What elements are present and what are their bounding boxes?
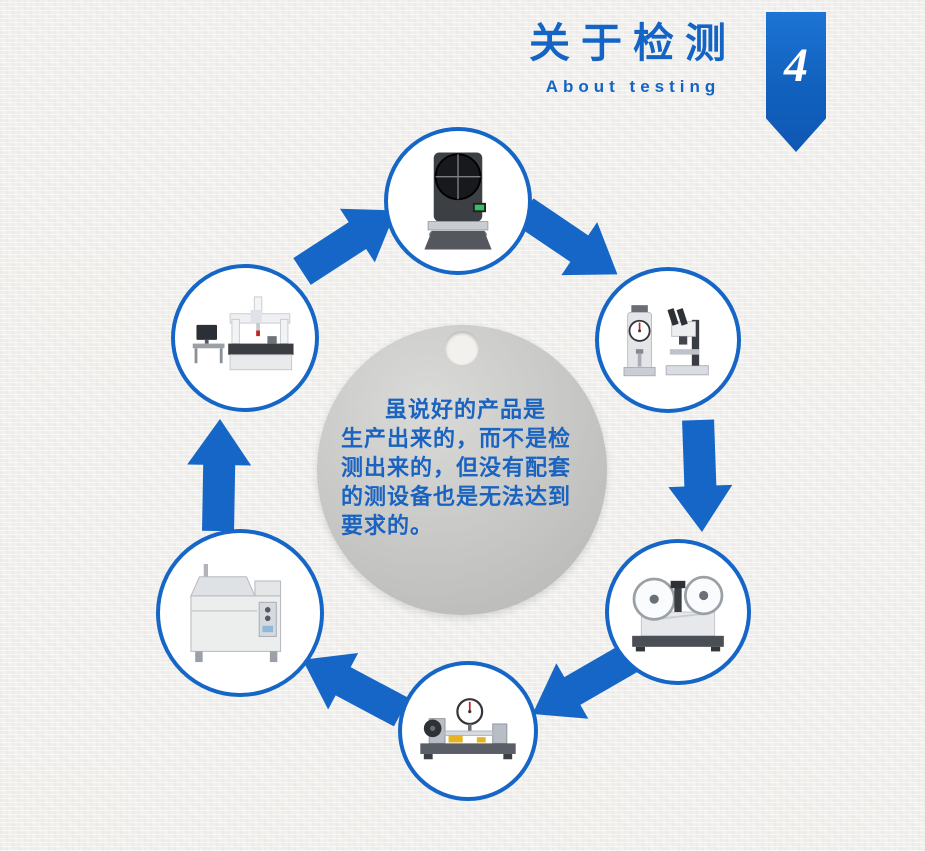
note-line: 虽说好的产品是 (385, 397, 547, 422)
note-line: 要求的。 (341, 513, 434, 538)
node-tape-reel-tester (605, 539, 751, 685)
center-note-text: 虽说好的产品是 生产出来的，而不是检 测出来的，但没有配套 的测设备也是无法达到… (341, 395, 587, 540)
section-number-ribbon: 4 (766, 12, 826, 152)
salt-spray-chamber-image (190, 563, 282, 663)
node-concentricity-gauge (398, 661, 538, 801)
profile-projector-image (424, 152, 492, 250)
section-number: 4 (784, 39, 808, 92)
center-tag-circle: 虽说好的产品是 生产出来的，而不是检 测出来的，但没有配套 的测设备也是无法达到… (317, 325, 607, 615)
concentricity-gauge-image (420, 698, 516, 760)
node-profile-projector (384, 127, 532, 275)
note-line: 测出来的，但没有配套 (341, 455, 572, 480)
tape-reel-tester-image (632, 575, 724, 652)
node-salt-spray-chamber (156, 529, 324, 697)
arrow-lowerleft-to-upperleft (186, 418, 252, 532)
arrow-upperright-to-lowerright (666, 418, 734, 534)
header: 关于检测 About testing (516, 20, 750, 97)
hardness-tester-microscope-image (623, 305, 709, 377)
coordinate-measuring-machine-image (192, 296, 294, 371)
page-subtitle: About testing (545, 77, 721, 97)
page-title: 关于检测 (529, 20, 737, 66)
note-line: 的测设备也是无法达到 (341, 484, 572, 509)
tag-hole (445, 331, 479, 365)
note-line: 生产出来的，而不是检 (341, 426, 572, 451)
node-hardness-tester-microscope (595, 267, 741, 413)
node-coordinate-measuring-machine (171, 264, 319, 412)
